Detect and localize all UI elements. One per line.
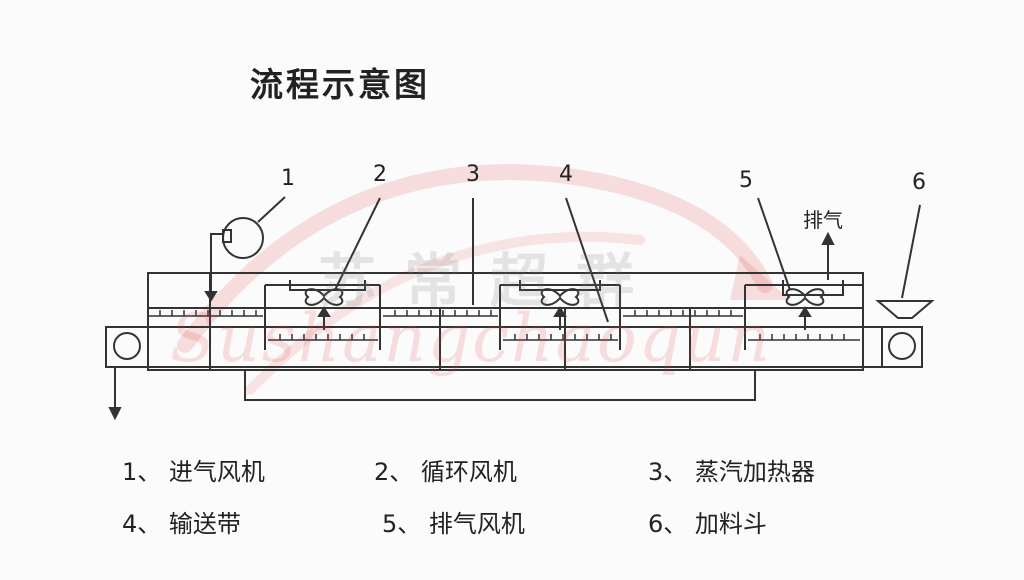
- updraft-arrow-icon: [798, 306, 812, 317]
- intake-arrow-icon: [204, 291, 218, 302]
- intake-fan: [222, 217, 264, 259]
- legend-number: 3: [648, 458, 664, 486]
- right-pulley: [888, 332, 916, 360]
- bottom-duct: [244, 369, 756, 401]
- exhaust-fan-icon: [785, 288, 825, 306]
- callout-1: 1: [281, 166, 295, 191]
- legend-item-intake-fan: 1、 进气风机: [122, 452, 265, 487]
- legend-separator: 、: [389, 458, 414, 486]
- legend-item-circulation-fan: 2、 循环风机: [374, 452, 517, 487]
- legend-text: 蒸汽加热器: [694, 458, 815, 486]
- steam-heater-grid: [148, 310, 860, 341]
- callout-6: 6: [912, 170, 926, 195]
- legend-number: 1: [122, 458, 138, 486]
- watermark-swoosh: [177, 164, 773, 353]
- legend-text: 排气风机: [428, 510, 525, 538]
- discharge-arrow-icon: [108, 407, 122, 421]
- legend-separator: 、: [397, 510, 422, 538]
- callout-5: 5: [739, 168, 753, 193]
- fan-duct-2: [289, 280, 366, 291]
- legend-item-steam-heater: 3、 蒸汽加热器: [648, 452, 815, 487]
- leader-1: [257, 196, 286, 223]
- callout-2: 2: [373, 162, 387, 187]
- leader-2: [334, 197, 381, 291]
- legend-text: 进气风机: [168, 458, 265, 486]
- watermark-swoosh-inner: [245, 231, 645, 395]
- leader-6: [901, 204, 921, 299]
- legend-text: 加料斗: [694, 510, 767, 538]
- fan-duct-5: [782, 280, 844, 296]
- feed-hopper: [875, 300, 935, 319]
- leader-5: [757, 197, 791, 291]
- watermark-chinese: 苏常超群: [318, 247, 663, 315]
- exhaust-label: 排气: [803, 208, 843, 232]
- leader-4: [565, 197, 609, 323]
- callout-3: 3: [466, 162, 480, 187]
- intake-duct: [210, 233, 223, 296]
- left-pulley: [113, 332, 141, 360]
- legend-text: 循环风机: [420, 458, 517, 486]
- legend-separator: 、: [137, 458, 162, 486]
- watermark-english: Sushangchaoqun: [170, 300, 773, 377]
- legend-number: 2: [374, 458, 390, 486]
- circulation-fan-4-icon: [540, 288, 580, 306]
- legend-item-feed-hopper: 6、 加料斗: [648, 504, 767, 539]
- legend-item-exhaust-fan: 5、 排气风机: [382, 504, 525, 539]
- legend-separator: 、: [663, 510, 688, 538]
- exhaust-arrow-icon: [821, 231, 835, 245]
- updraft-arrow-icon: [317, 306, 331, 317]
- legend-number: 4: [122, 510, 138, 538]
- updraft-arrow-icon: [553, 306, 567, 317]
- legend-separator: 、: [137, 510, 162, 538]
- legend-number: 5: [382, 510, 398, 538]
- legend-number: 6: [648, 510, 664, 538]
- diagram-title: 流程示意图: [250, 65, 430, 104]
- intake-fan-mount: [222, 229, 232, 243]
- callout-4: 4: [559, 162, 573, 187]
- legend-separator: 、: [663, 458, 688, 486]
- legend-item-conveyor-belt: 4、 输送带: [122, 504, 241, 539]
- fan-duct-4: [519, 280, 601, 291]
- legend-text: 输送带: [168, 510, 241, 538]
- circulation-fan-2-icon: [304, 288, 344, 306]
